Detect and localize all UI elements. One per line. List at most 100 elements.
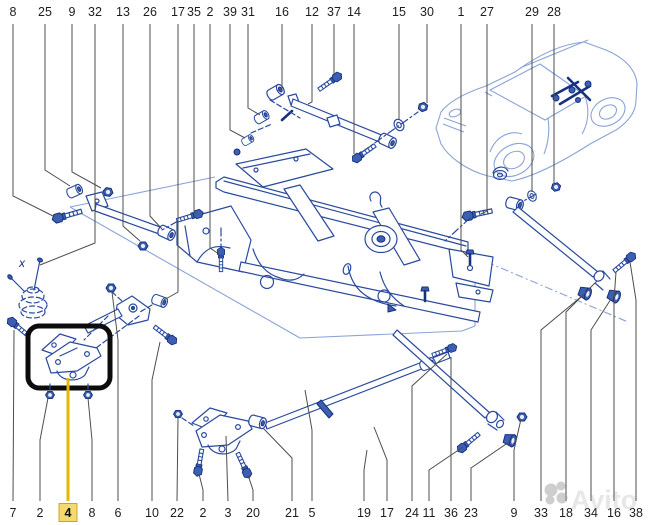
part-number-label: 26 xyxy=(143,5,157,19)
part-number-label: 38 xyxy=(629,506,643,520)
leader-line xyxy=(304,389,313,501)
leader-line xyxy=(12,329,15,502)
nut-part xyxy=(105,283,117,293)
leader-line xyxy=(565,280,598,501)
part-number-label: 12 xyxy=(305,5,319,19)
leader-line xyxy=(373,426,388,501)
car-drawing xyxy=(435,39,638,182)
leader-line xyxy=(198,473,204,501)
x-label: x xyxy=(18,256,26,270)
part-number-label: 22 xyxy=(170,506,184,520)
part-number-label: 34 xyxy=(584,506,598,520)
nut-part xyxy=(137,241,149,251)
nut-part xyxy=(45,390,55,400)
part-number-label: 17 xyxy=(171,5,185,19)
part-number-label: 8 xyxy=(89,506,96,520)
part-number-label: 13 xyxy=(116,5,130,19)
leader-line xyxy=(163,24,179,301)
part-number-label: 5 xyxy=(309,506,316,520)
part-number-label: 28 xyxy=(547,5,561,19)
part-number-label: 15 xyxy=(392,5,406,19)
ghost-outline xyxy=(69,176,629,339)
nut-part xyxy=(549,181,563,193)
leader-line xyxy=(71,24,102,189)
part-number-label: 14 xyxy=(347,5,361,19)
part-number-label: 30 xyxy=(420,5,434,19)
part-number-label: 25 xyxy=(38,5,52,19)
part-number-label: 9 xyxy=(511,506,518,520)
bolt-part xyxy=(233,450,254,481)
bottom-bracket-arm-assembly xyxy=(173,329,528,481)
highlighted-bracket-assembly xyxy=(4,314,113,400)
part-number-label: 35 xyxy=(187,5,201,19)
part-number-label: 27 xyxy=(480,5,494,19)
part-number-label: 29 xyxy=(525,5,539,19)
leader-line xyxy=(44,24,71,187)
bushing-part xyxy=(264,82,287,102)
part-number-label: 18 xyxy=(559,506,573,520)
part-number-label: 10 xyxy=(145,506,159,520)
leader-line xyxy=(590,298,612,501)
bolt-part xyxy=(460,205,494,223)
part-number-label: 19 xyxy=(357,506,371,520)
mid-left-knuckle-assembly xyxy=(83,283,180,349)
leader-line xyxy=(480,24,488,215)
bushing-part xyxy=(64,182,85,200)
part-number-label: 11 xyxy=(423,506,436,520)
top-center-rod-assembly xyxy=(233,70,430,165)
bushing-part xyxy=(149,292,170,309)
nut-part xyxy=(516,412,528,422)
leader-line xyxy=(460,24,469,258)
leader-line xyxy=(229,24,246,139)
part-number-label: 6 xyxy=(115,506,122,520)
leader-line xyxy=(39,24,96,266)
leader-line xyxy=(613,271,617,501)
leader-line xyxy=(247,24,261,116)
bolt-part xyxy=(151,322,180,348)
leader-line xyxy=(247,474,254,501)
leader-line xyxy=(122,24,141,242)
leader-line xyxy=(363,449,368,501)
leader-line xyxy=(149,24,163,230)
bump-stop-mount-dashed: x xyxy=(7,256,48,319)
leader-line xyxy=(262,427,293,501)
leader-line xyxy=(209,24,220,255)
leader-line xyxy=(225,435,229,502)
subframe-drawing xyxy=(176,148,494,323)
highlighted-number-badge xyxy=(58,503,78,522)
part-number-label: 2 xyxy=(37,506,44,520)
part-number-label: 21 xyxy=(285,506,299,520)
part-number-label: 33 xyxy=(534,506,548,520)
bolt-part xyxy=(192,448,207,478)
nut-part xyxy=(83,390,93,400)
part-number-label: 36 xyxy=(444,506,458,520)
watermark-logo-dot xyxy=(556,492,568,504)
leader-line xyxy=(39,397,49,501)
leader-line xyxy=(176,417,179,502)
bolt-part xyxy=(316,70,345,94)
part-number-label: 20 xyxy=(246,506,260,520)
nut-part xyxy=(173,409,183,419)
bolt-part xyxy=(610,249,639,275)
leader-line xyxy=(513,418,522,501)
part-number-label: 16 xyxy=(607,506,621,520)
part-number-label: 39 xyxy=(223,5,237,19)
leader-line xyxy=(87,397,93,501)
watermark-logo-dot xyxy=(556,481,566,491)
leader-line xyxy=(307,24,313,105)
nut-part xyxy=(416,101,430,113)
highlighted-axle-in-car xyxy=(550,76,592,106)
leader-line xyxy=(193,24,198,215)
bolt-part xyxy=(50,206,84,225)
watermark: Avito xyxy=(544,481,637,515)
part-number-label: 1 xyxy=(458,5,465,19)
highlighted-part-number-label: 4 xyxy=(65,506,72,520)
bushing-part xyxy=(240,133,256,147)
part-number-label: 17 xyxy=(380,506,394,520)
watermark-logo-dot xyxy=(544,483,558,497)
leader-line xyxy=(540,295,583,501)
right-rod-assembly xyxy=(444,166,639,305)
